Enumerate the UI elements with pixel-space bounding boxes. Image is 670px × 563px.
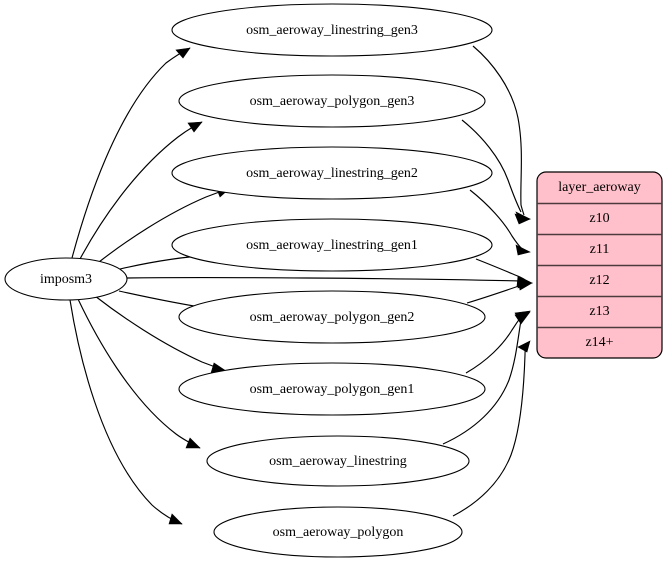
node-osm-aeroway-linestring-gen1-label: osm_aeroway_linestring_gen1 xyxy=(246,238,418,253)
node-osm-aeroway-linestring-gen2[interactable]: osm_aeroway_linestring_gen2 xyxy=(171,146,493,200)
node-osm-aeroway-linestring-gen3[interactable]: osm_aeroway_linestring_gen3 xyxy=(171,3,493,57)
node-osm-aeroway-linestring-gen1-shape xyxy=(171,218,493,272)
edge-polygon-to-z14plus xyxy=(452,340,531,517)
node-osm-aeroway-polygon-label: osm_aeroway_polygon xyxy=(273,525,404,540)
node-osm-aeroway-polygon-gen3-label: osm_aeroway_polygon_gen3 xyxy=(250,94,415,109)
layer-aeroway-row-z12[interactable]: z12 xyxy=(589,273,609,288)
edge-imposm3-to-polygon xyxy=(69,299,183,525)
node-osm-aeroway-linestring[interactable]: osm_aeroway_linestring xyxy=(206,435,470,487)
node-osm-aeroway-linestring-label: osm_aeroway_linestring xyxy=(269,454,407,469)
node-osm-aeroway-polygon-gen2[interactable]: osm_aeroway_polygon_gen2 xyxy=(178,290,486,344)
node-osm-aeroway-polygon-gen2-shape xyxy=(178,290,486,344)
layer-aeroway-row-z13[interactable]: z13 xyxy=(589,304,609,319)
node-imposm3-shape xyxy=(4,257,128,301)
node-osm-aeroway-polygon-shape xyxy=(213,506,463,558)
node-osm-aeroway-polygon[interactable]: osm_aeroway_polygon xyxy=(213,506,463,558)
node-osm-aeroway-linestring-gen3-shape xyxy=(171,3,493,57)
layer-aeroway-row-z14plus[interactable]: z14+ xyxy=(585,335,613,350)
edge-linestring-to-z13 xyxy=(442,310,531,445)
edge-imposm3-to-z12 xyxy=(126,277,533,289)
edge-imposm3-to-linestring xyxy=(77,298,201,449)
node-imposm3-label: imposm3 xyxy=(40,272,92,287)
node-osm-aeroway-polygon-gen1-shape xyxy=(178,362,486,416)
node-osm-aeroway-linestring-gen2-shape xyxy=(171,146,493,200)
edge-polygon-gen3-to-z10 xyxy=(461,119,531,225)
edge-imposm3-to-polygon-gen3 xyxy=(79,121,203,260)
node-imposm3[interactable]: imposm3 xyxy=(4,257,128,301)
edge-polygon-gen2-to-z12 xyxy=(466,279,533,304)
edge-linestring-gen3-to-z10 xyxy=(472,45,531,223)
node-osm-aeroway-linestring-gen3-label: osm_aeroway_linestring_gen3 xyxy=(246,23,418,38)
node-osm-aeroway-polygon-gen1[interactable]: osm_aeroway_polygon_gen1 xyxy=(178,362,486,416)
edge-group-tables-to-layer xyxy=(126,45,533,517)
layer-aeroway-title: layer_aeroway xyxy=(558,180,640,195)
layer-aeroway-row-z10[interactable]: z10 xyxy=(589,211,609,226)
edge-linestring-gen2-to-z11 xyxy=(469,189,531,256)
edge-imposm3-to-linestring-gen3 xyxy=(71,47,191,259)
node-osm-aeroway-linestring-shape xyxy=(206,435,470,487)
node-osm-aeroway-polygon-gen3-shape xyxy=(178,74,486,128)
layer-aeroway-row-z11[interactable]: z11 xyxy=(590,242,610,257)
node-osm-aeroway-polygon-gen3[interactable]: osm_aeroway_polygon_gen3 xyxy=(178,74,486,128)
node-osm-aeroway-polygon-gen1-label: osm_aeroway_polygon_gen1 xyxy=(250,382,415,397)
node-osm-aeroway-linestring-gen2-label: osm_aeroway_linestring_gen2 xyxy=(246,166,418,181)
node-layer-aeroway-table[interactable]: layer_aeroway z10 z11 z12 z13 z14+ xyxy=(536,171,663,359)
node-osm-aeroway-polygon-gen2-label: osm_aeroway_polygon_gen2 xyxy=(250,310,415,325)
node-osm-aeroway-linestring-gen1[interactable]: osm_aeroway_linestring_gen1 xyxy=(171,218,493,272)
